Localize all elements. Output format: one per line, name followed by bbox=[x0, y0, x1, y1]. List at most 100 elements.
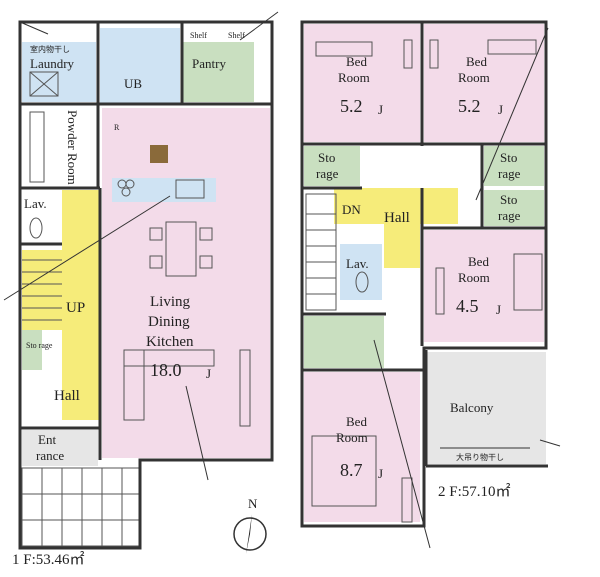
bed-headboard-icon bbox=[487, 39, 537, 55]
powder-room-label: Powder Room bbox=[65, 110, 80, 185]
vanity-icon bbox=[29, 111, 45, 183]
floor-2: Bed Room 5.2 J Bed Room 5.2 J Sto rage S… bbox=[300, 20, 561, 549]
storage-2f-b bbox=[484, 146, 544, 186]
storage-b-line1: Sto bbox=[500, 150, 517, 165]
bed2-unit: J bbox=[498, 102, 503, 117]
washer-icon bbox=[29, 71, 59, 97]
bed3-label-line2: Room bbox=[458, 270, 490, 285]
shelf-label-2: Shelf bbox=[228, 31, 245, 40]
storage-c-line1: Sto bbox=[500, 192, 517, 207]
bed-icon bbox=[311, 435, 377, 507]
door-icon bbox=[403, 39, 413, 69]
storage-2f-c bbox=[484, 190, 544, 226]
chair-icon bbox=[149, 255, 163, 269]
bed-icon bbox=[513, 253, 543, 311]
hall-1f bbox=[62, 190, 100, 420]
entrance-tiles bbox=[21, 467, 141, 547]
bed2-label-line2: Room bbox=[458, 70, 490, 85]
compass-north: N bbox=[248, 496, 258, 511]
lavatory-1f bbox=[22, 190, 62, 242]
entrance bbox=[22, 430, 98, 466]
storage-b-line2: rage bbox=[498, 166, 521, 181]
ldk-size: 18.0 bbox=[150, 360, 182, 380]
powder-room bbox=[22, 108, 96, 188]
hall-2f bbox=[334, 188, 458, 224]
balcony bbox=[426, 352, 546, 464]
compass: N bbox=[233, 496, 267, 554]
walls-1f bbox=[18, 20, 274, 550]
bed3-unit: J bbox=[496, 302, 501, 317]
lav-label-2f: Lav. bbox=[346, 256, 369, 271]
dining-table bbox=[165, 221, 197, 277]
ldk-unit: J bbox=[206, 366, 211, 381]
hall-2f-extension bbox=[384, 224, 420, 268]
storage-1f bbox=[22, 330, 42, 370]
pantry-label: Pantry bbox=[192, 56, 226, 71]
bed2-size: 5.2 bbox=[458, 96, 481, 116]
stove-burner-icon bbox=[125, 179, 135, 189]
dn-label: DN bbox=[342, 202, 361, 217]
lav-label-1f: Lav. bbox=[24, 196, 47, 211]
sofa-back-icon bbox=[123, 349, 215, 367]
stairs-1f bbox=[22, 250, 62, 330]
bed1-size: 5.2 bbox=[340, 96, 363, 116]
bedroom-4 bbox=[304, 372, 420, 522]
ub-label: UB bbox=[124, 76, 142, 91]
toilet-icon bbox=[355, 271, 369, 293]
walls-2f bbox=[300, 20, 548, 528]
kitchen-sink-icon bbox=[175, 179, 205, 199]
tv-board-icon bbox=[239, 349, 251, 427]
storage-2f-a bbox=[304, 146, 360, 186]
fridge-icon bbox=[150, 145, 168, 163]
chair-icon bbox=[199, 255, 213, 269]
bed3-size: 4.5 bbox=[456, 296, 479, 316]
ldk-label-line3: Kitchen bbox=[146, 334, 194, 350]
balcony-label: Balcony bbox=[450, 400, 494, 415]
door-icon bbox=[401, 477, 413, 523]
entrance-label-line2: rance bbox=[36, 448, 64, 463]
refrigerator-r-label: R bbox=[114, 123, 120, 132]
door-icon bbox=[429, 39, 439, 69]
bedroom-3 bbox=[424, 230, 544, 342]
pantry-room bbox=[182, 42, 254, 102]
ldk-room bbox=[102, 108, 270, 458]
bed4-label-line2: Room bbox=[336, 430, 368, 445]
stairs-lines-1f bbox=[22, 259, 62, 321]
bedroom-2 bbox=[424, 24, 544, 142]
stairs-lines-2f bbox=[305, 193, 337, 311]
floor1-area: 1 F:53.46㎡ bbox=[12, 551, 85, 568]
hall-label-1f: Hall bbox=[54, 388, 80, 404]
chair-icon bbox=[149, 227, 163, 241]
compass-needle-icon bbox=[246, 514, 252, 554]
balcony-note: 大吊り物干し bbox=[456, 452, 504, 462]
bed4-unit: J bbox=[378, 466, 383, 481]
bed1-label-line2: Room bbox=[338, 70, 370, 85]
chair-icon bbox=[199, 227, 213, 241]
storage-a-line1: Sto bbox=[318, 150, 335, 165]
storage-c-line2: rage bbox=[498, 208, 521, 223]
bedroom-1 bbox=[304, 24, 420, 142]
laundry-label: Laundry bbox=[30, 56, 75, 71]
unit-bath bbox=[100, 28, 180, 104]
bed1-unit: J bbox=[378, 102, 383, 117]
laundry-note: 室内物干し bbox=[30, 44, 70, 54]
bed4-label-line1: Bed bbox=[346, 414, 367, 429]
entrance-label-line1: Ent bbox=[38, 432, 56, 447]
floor-1: 室内物干し Laundry UB Shelf Shelf Pantry Powd… bbox=[3, 11, 279, 568]
hall-label-2f: Hall bbox=[384, 210, 410, 226]
bed-headboard-icon bbox=[315, 41, 373, 57]
door-icon bbox=[435, 267, 445, 315]
storage-label-1f: Sto rage bbox=[26, 341, 53, 350]
floor2-area: 2 F:57.10㎡ bbox=[438, 483, 511, 500]
up-label: UP bbox=[66, 300, 85, 316]
shelf-label-1: Shelf bbox=[190, 31, 207, 40]
bed2-label-line1: Bed bbox=[466, 54, 487, 69]
compass-ring bbox=[233, 517, 267, 551]
closet-2f bbox=[304, 316, 384, 368]
toilet-icon bbox=[29, 217, 43, 239]
bed1-label-line1: Bed bbox=[346, 54, 367, 69]
storage-a-line2: rage bbox=[316, 166, 339, 181]
bed3-label-line1: Bed bbox=[468, 254, 489, 269]
ldk-label-line1: Living bbox=[150, 294, 190, 310]
